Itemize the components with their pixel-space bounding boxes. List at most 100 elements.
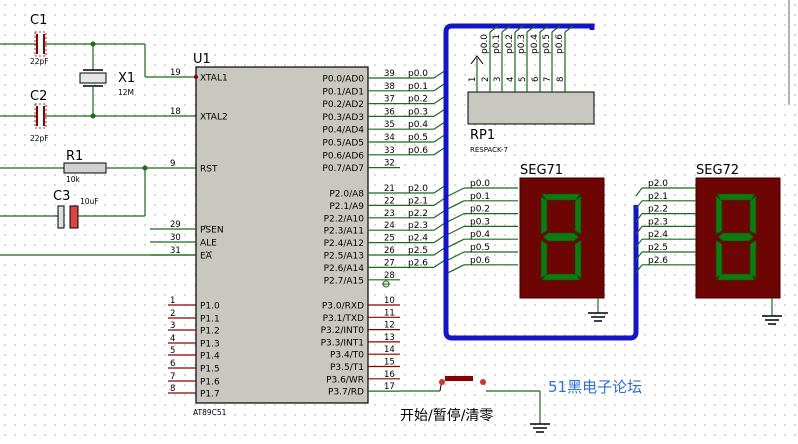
rp1-pin-number: 7	[543, 77, 553, 82]
u1-pin-p3-0-rxd: P3.0/RXD	[322, 302, 364, 312]
u1-pin-number: 7	[170, 372, 175, 382]
u1-pin-number: 32	[384, 159, 395, 169]
u1-pin-xtal2: XTAL2	[200, 113, 228, 123]
u1-pin-p1-0: P1.0	[200, 302, 220, 312]
rp1-net-label: p0.6	[555, 34, 565, 54]
u1-pin-number: 11	[384, 308, 395, 318]
display-net-p2-6: p2.6	[648, 256, 668, 266]
u1-pin-number: 24	[384, 221, 395, 231]
rp1-pin-number: 2	[481, 77, 491, 82]
seg71-display[interactable]: SEG71 p0.0p0.1p0.2p0.3p0.4p0.5p0.6	[447, 163, 608, 322]
u1-pin-p1-4: P1.4	[200, 352, 220, 362]
c2-value: 22pF	[30, 134, 49, 143]
display-net-p0-6: p0.6	[470, 256, 490, 266]
segment-c	[574, 239, 582, 279]
segment-c	[749, 239, 757, 279]
u1-pin-number: 38	[384, 82, 395, 92]
rp1-pin-number: 5	[518, 77, 528, 82]
display-net-p0-4: p0.4	[470, 230, 490, 240]
u1-pin-p3-2-int0: P3.2/INT0	[321, 326, 365, 336]
u1-pin-p2-7-a15: P2.7/A15	[324, 276, 364, 286]
u1-pin-rst: RST	[200, 165, 218, 175]
u1-pin-p0-7-ad7: P0.7/AD7	[322, 164, 364, 174]
segment-a	[716, 193, 756, 201]
u1-pin-number: 27	[384, 258, 395, 268]
u1-pin-p2-4-a12: P2.4/A12	[324, 239, 364, 249]
r1-value: 10k	[66, 175, 81, 184]
start-pause-clear-button[interactable]: 开始/暂停/清零	[400, 376, 550, 433]
segment-g	[542, 232, 580, 242]
u1-pin-p0-3-ad3: P0.3/AD3	[322, 113, 364, 123]
u1-pin-p3-4-t0: P3.4/T0	[330, 351, 364, 361]
c2-capacitor[interactable]	[34, 103, 47, 129]
u1-pin-number: 22	[384, 196, 395, 206]
u1-pin-ea: EA	[200, 252, 213, 262]
u1-pin-number: 28	[384, 271, 395, 281]
u1-pin-number: 9	[170, 159, 175, 169]
net-label-p0-5: p0.5	[408, 133, 428, 143]
u1-pin-p2-1-a9: P2.1/A9	[329, 202, 364, 212]
u1-pin-number: 15	[384, 358, 395, 368]
rp1-net-label: p0.3	[517, 34, 527, 54]
segment-b	[574, 195, 582, 235]
display-net-p2-0: p2.0	[648, 179, 668, 189]
segment-e	[715, 239, 723, 279]
segment-f	[715, 195, 723, 235]
u1-pin-number: 6	[170, 359, 175, 369]
u1-pin-p1-5: P1.5	[200, 365, 220, 375]
c1-ref: C1	[30, 13, 47, 28]
display-net-p0-1: p0.1	[470, 192, 490, 202]
u1-pin-p0-0-ad0: P0.0/AD0	[322, 75, 364, 85]
u1-pin-number: 3	[170, 321, 175, 331]
display-net-p2-5: p2.5	[648, 243, 668, 253]
u1-pin-p1-7: P1.7	[200, 390, 220, 400]
segment-f	[540, 195, 548, 235]
r1-resistor[interactable]	[63, 162, 107, 174]
u1-pin-p2-2-a10: P2.2/A10	[324, 214, 365, 224]
net-label-p2-5: p2.5	[408, 246, 428, 256]
u1-pin-p3-5-t1: P3.5/T1	[330, 363, 364, 373]
c3-capacitor[interactable]	[57, 205, 65, 229]
u1-pin-number: 23	[384, 209, 395, 219]
u1-pin-p2-5-a13: P2.5/A13	[324, 252, 364, 262]
net-label-p0-6: p0.6	[408, 146, 428, 156]
u1-pin-number: 36	[384, 107, 395, 117]
u1-pin-number: 30	[170, 233, 181, 243]
u1-pin-p2-3-a11: P2.3/A11	[324, 227, 364, 237]
c3-ref: C3	[53, 189, 70, 204]
rp1-pin-number: 3	[493, 77, 503, 82]
x1-crystal[interactable]	[79, 72, 107, 84]
u1-pin-xtal1: XTAL1	[200, 74, 228, 84]
rp1-pin-number: 6	[531, 77, 541, 82]
u1-pin-p1-1: P1.1	[200, 315, 220, 325]
display-net-p2-1: p2.1	[648, 192, 668, 202]
u1-pin-number: 5	[170, 346, 175, 356]
net-label-p0-1: p0.1	[408, 82, 428, 92]
u1-pin-number: 2	[170, 309, 175, 319]
u1-pin-number: 26	[384, 246, 395, 256]
rp1-pin-number: 1	[468, 77, 478, 82]
u1-pin-p3-6-wr: P3.6/WR	[326, 375, 364, 385]
seg72-display[interactable]: SEG72 p2.0p2.1p2.2p2.3p2.4p2.5p2.6	[635, 163, 782, 325]
segment-e	[540, 239, 548, 279]
segment-b	[749, 195, 757, 235]
net-label-p2-1: p2.1	[408, 196, 428, 206]
seg71-ref: SEG71	[520, 163, 563, 178]
u1-pin-number: 21	[384, 184, 395, 194]
u1-pin-p0-1-ad1: P0.1/AD1	[322, 87, 364, 97]
display-net-p0-3: p0.3	[470, 217, 490, 227]
u1-pin-number: 10	[384, 296, 395, 306]
u1-pin-number: 19	[170, 68, 181, 78]
u1-chip[interactable]: U1 AT89C51 XTAL119XTAL218RST9PSEN29ALE30…	[150, 52, 447, 417]
rp1-ref: RP1	[470, 128, 495, 143]
net-label-p0-3: p0.3	[408, 107, 428, 117]
c1-capacitor[interactable]	[34, 31, 47, 57]
crystal-section: C1 22pF X1 12M C2 22pF	[0, 13, 196, 143]
rp1-pin-number: 8	[556, 77, 566, 82]
net-label-p0-0: p0.0	[408, 69, 428, 79]
reset-section: R1 10k C3 10uF	[0, 149, 196, 229]
display-net-p2-4: p2.4	[648, 230, 668, 240]
u1-pin-p0-6-ad6: P0.6/AD6	[322, 151, 364, 161]
button-label: 开始/暂停/清零	[400, 407, 493, 424]
